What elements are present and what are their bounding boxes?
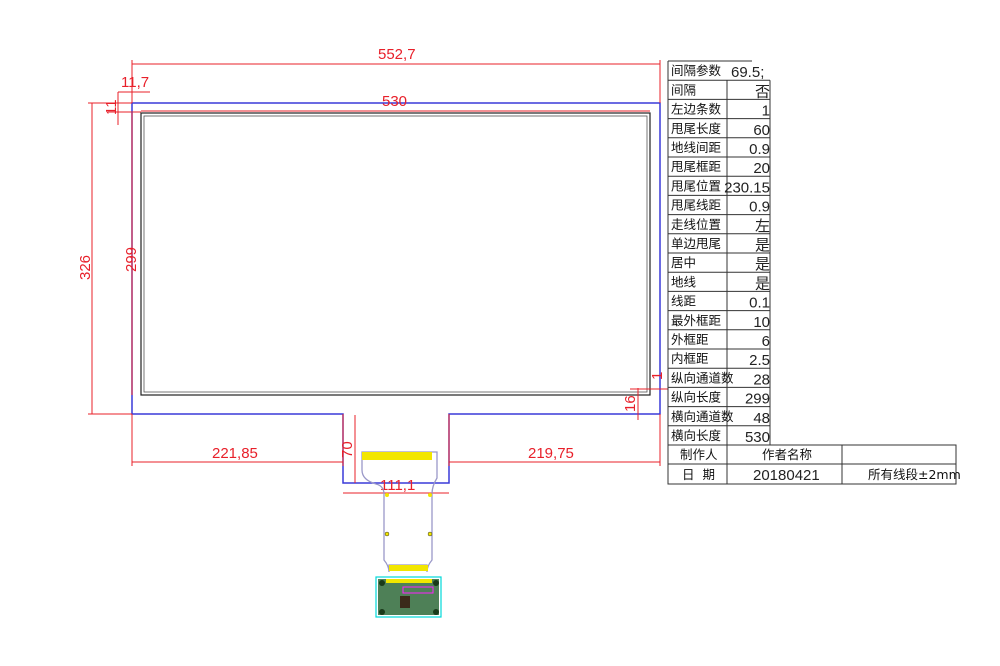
param-label: 地线 bbox=[671, 274, 697, 289]
param-value: 左 bbox=[755, 218, 770, 235]
date-value: 20180421 bbox=[753, 467, 820, 484]
param-label: 内框距 bbox=[671, 351, 709, 366]
param-label: 地线间距 bbox=[671, 140, 721, 155]
param-label: 左边条数 bbox=[671, 102, 722, 117]
sensor-outline bbox=[131, 102, 661, 484]
fpc-tail bbox=[361, 451, 438, 573]
param-value: 69.5; bbox=[731, 64, 764, 81]
param-value: 299 bbox=[745, 391, 770, 408]
param-value: 是 bbox=[755, 275, 770, 292]
param-value: 530 bbox=[745, 429, 770, 446]
param-label: 间隔 bbox=[671, 82, 696, 97]
param-value: 48 bbox=[753, 410, 770, 427]
param-value: 230.15 bbox=[724, 179, 770, 196]
param-label: 横向长度 bbox=[671, 428, 722, 443]
active-area bbox=[140, 112, 651, 396]
fpc-contact-top bbox=[362, 452, 432, 460]
param-value: 是 bbox=[755, 237, 770, 254]
param-value: 0.1 bbox=[749, 295, 770, 312]
param-label: 走线位置 bbox=[671, 217, 721, 232]
param-label: 横向通道数 bbox=[671, 409, 734, 424]
controller-pcb bbox=[375, 576, 442, 618]
maker-label: 制作人 bbox=[680, 447, 718, 462]
dim-right-margin: 1 bbox=[649, 372, 666, 380]
param-label: 甩尾位置 bbox=[671, 178, 721, 193]
param-label: 最外框距 bbox=[671, 313, 721, 328]
dim-left-margin: 11,7 bbox=[121, 74, 149, 91]
param-value: 1 bbox=[762, 103, 770, 120]
param-label: 纵向通道数 bbox=[671, 370, 734, 385]
param-value: 否 bbox=[755, 83, 770, 100]
active-area-inner bbox=[143, 115, 648, 393]
dimension-lines bbox=[88, 60, 668, 494]
tolerance-note: 所有线段±2mm bbox=[868, 467, 961, 482]
maker-value: 作者名称 bbox=[762, 447, 812, 462]
param-value: 0.9 bbox=[749, 199, 770, 216]
param-label: 外框距 bbox=[671, 332, 709, 347]
param-label: 线距 bbox=[671, 294, 696, 309]
param-value: 2.5 bbox=[749, 352, 770, 369]
title-block bbox=[667, 444, 957, 485]
param-label: 甩尾框距 bbox=[671, 159, 721, 174]
fpc-contact-bottom bbox=[389, 565, 428, 571]
param-label: 居中 bbox=[671, 255, 696, 270]
param-value: 28 bbox=[753, 371, 770, 388]
param-value: 0.9 bbox=[749, 141, 770, 158]
dim-left-offset: 221,85 bbox=[212, 445, 258, 462]
param-value: 10 bbox=[753, 314, 770, 331]
dim-tab-width: 111,1 bbox=[380, 477, 415, 494]
param-value: 是 bbox=[755, 256, 770, 273]
dim-bottom-margin: 16 bbox=[622, 395, 639, 412]
dim-overall-height: 326 bbox=[77, 255, 94, 280]
dim-top-margin: 11 bbox=[103, 99, 120, 115]
param-label: 甩尾长度 bbox=[671, 121, 722, 136]
param-label: 纵向长度 bbox=[671, 390, 722, 405]
dim-right-offset: 219,75 bbox=[528, 445, 574, 462]
date-label: 日 期 bbox=[682, 467, 715, 482]
param-label: 甩尾线距 bbox=[671, 198, 721, 213]
dim-tab-height: 70 bbox=[339, 441, 356, 458]
param-label: 单边甩尾 bbox=[671, 236, 721, 251]
dim-inner-height: 299 bbox=[123, 247, 140, 272]
dim-inner-width: 530 bbox=[382, 93, 407, 110]
dim-overall-width: 552,7 bbox=[378, 46, 416, 63]
param-value: 6 bbox=[762, 333, 770, 350]
param-label: 间隔参数 bbox=[671, 63, 722, 78]
param-value: 60 bbox=[753, 122, 770, 139]
param-value: 20 bbox=[753, 160, 770, 177]
